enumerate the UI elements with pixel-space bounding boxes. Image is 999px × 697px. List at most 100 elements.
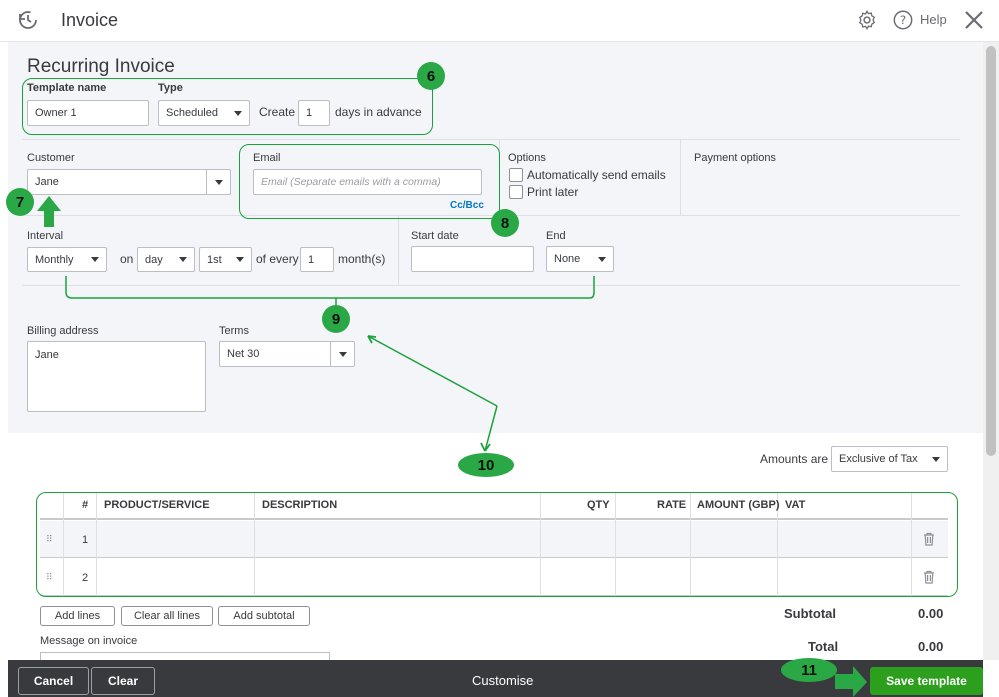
print-later-label: Print later — [527, 185, 579, 199]
column-divider — [777, 493, 778, 596]
annotation-badge-9: 9 — [322, 305, 350, 333]
gear-icon[interactable] — [856, 9, 878, 31]
end-select[interactable]: None — [546, 246, 614, 272]
table-header-row — [40, 493, 948, 520]
type-select[interactable]: Scheduled — [158, 100, 250, 126]
close-icon[interactable] — [962, 8, 986, 32]
clear-button[interactable]: Clear — [91, 667, 155, 695]
drag-handle-icon[interactable]: ⠿ — [46, 534, 53, 544]
terms-select-value: Net 30 — [227, 348, 260, 360]
message-label: Message on invoice — [40, 635, 138, 647]
recurring-history-icon[interactable] — [16, 8, 40, 32]
help-icon[interactable]: ? — [892, 9, 914, 31]
column-divider — [911, 493, 912, 596]
amounts-are-select-value: Exclusive of Tax — [839, 453, 918, 465]
column-divider — [615, 493, 616, 596]
trash-icon[interactable] — [922, 532, 936, 546]
scrollbar-track[interactable] — [983, 42, 999, 660]
chevron-down-icon — [179, 257, 187, 262]
trash-icon[interactable] — [922, 570, 936, 584]
divider — [22, 285, 960, 286]
days-in-advance-label: days in advance — [335, 105, 422, 119]
annotation-box-6 — [22, 78, 433, 135]
auto-send-checkbox[interactable] — [509, 168, 523, 182]
column-header-product: PRODUCT/SERVICE — [104, 499, 210, 511]
divider — [22, 139, 960, 140]
day-select[interactable]: day — [137, 247, 195, 272]
table-row[interactable] — [40, 559, 948, 596]
customer-dropdown-button[interactable] — [206, 170, 230, 194]
svg-text:?: ? — [900, 13, 906, 27]
divider — [398, 216, 399, 285]
column-divider — [96, 493, 97, 596]
help-link[interactable]: Help — [920, 12, 947, 27]
customer-label: Customer — [27, 152, 75, 164]
months-label: month(s) — [338, 252, 386, 266]
email-label: Email — [253, 152, 281, 164]
start-date-input[interactable] — [411, 246, 534, 272]
customise-link[interactable]: Customise — [472, 673, 534, 688]
add-lines-button[interactable]: Add lines — [40, 606, 115, 626]
type-select-value: Scheduled — [166, 107, 218, 119]
create-days-input[interactable]: 1 — [298, 100, 330, 126]
auto-send-label: Automatically send emails — [527, 168, 666, 182]
page-title: Invoice — [61, 10, 119, 30]
billing-address-input[interactable]: Jane — [27, 341, 206, 412]
email-input[interactable]: Email (Separate emails with a comma) — [253, 169, 482, 195]
chevron-down-icon — [214, 179, 223, 185]
scrollbar-thumb[interactable] — [986, 46, 996, 456]
chevron-down-icon — [91, 257, 99, 262]
annotation-box-10 — [36, 492, 958, 597]
chevron-down-icon — [598, 256, 606, 262]
amounts-are-select[interactable]: Exclusive of Tax — [831, 446, 948, 472]
save-template-button[interactable]: Save template — [870, 667, 983, 695]
cc-bcc-link[interactable]: Cc/Bcc — [450, 200, 484, 211]
column-header-qty: QTY — [587, 499, 610, 511]
add-subtotal-button[interactable]: Add subtotal — [218, 606, 310, 626]
clear-all-lines-button[interactable]: Clear all lines — [121, 606, 213, 626]
template-name-label: Template name — [27, 82, 107, 94]
row-number: 1 — [82, 534, 89, 546]
billing-address-label: Billing address — [27, 325, 99, 337]
start-date-label: Start date — [411, 230, 459, 242]
column-divider — [254, 493, 255, 596]
customer-select-value: Jane — [35, 176, 59, 188]
chevron-down-icon — [234, 110, 242, 116]
table-row[interactable] — [40, 521, 948, 558]
chevron-down-icon — [236, 257, 244, 262]
header-bar: Invoice ? Help — [0, 0, 999, 42]
print-later-checkbox[interactable] — [509, 185, 523, 199]
annotation-badge-11: 11 — [781, 658, 837, 682]
customer-select[interactable]: Jane — [27, 169, 231, 195]
chevron-down-icon — [338, 351, 347, 357]
column-divider — [690, 493, 691, 596]
annotation-badge-10: 10 — [458, 453, 514, 477]
of-every-label: of every — [256, 252, 299, 266]
interval-label: Interval — [27, 230, 64, 242]
terms-select[interactable]: Net 30 — [219, 341, 355, 367]
line-items-table — [40, 493, 948, 596]
email-placeholder: Email (Separate emails with a comma) — [261, 176, 441, 188]
message-input[interactable] — [40, 652, 330, 662]
annotation-badge-7: 7 — [6, 188, 34, 216]
options-label: Options — [508, 152, 546, 164]
nth-select-value: 1st — [207, 253, 222, 266]
amounts-are-label: Amounts are — [760, 452, 829, 466]
divider — [680, 140, 681, 215]
nth-select[interactable]: 1st — [199, 247, 252, 272]
column-header-num: # — [82, 499, 89, 511]
months-input[interactable]: 1 — [300, 247, 334, 272]
terms-dropdown-button[interactable] — [330, 342, 354, 366]
template-name-input[interactable]: Owner 1 — [27, 100, 149, 126]
day-select-value: day — [145, 253, 163, 266]
cancel-button[interactable]: Cancel — [18, 667, 89, 695]
annotation-box-8 — [239, 144, 500, 219]
interval-select[interactable]: Monthly — [27, 247, 107, 272]
column-divider — [540, 493, 541, 596]
annotation-badge-6: 6 — [417, 62, 445, 90]
drag-handle-icon[interactable]: ⠿ — [46, 572, 53, 582]
form-title: Recurring Invoice — [27, 56, 175, 77]
terms-label: Terms — [219, 325, 249, 337]
type-label: Type — [158, 82, 183, 94]
